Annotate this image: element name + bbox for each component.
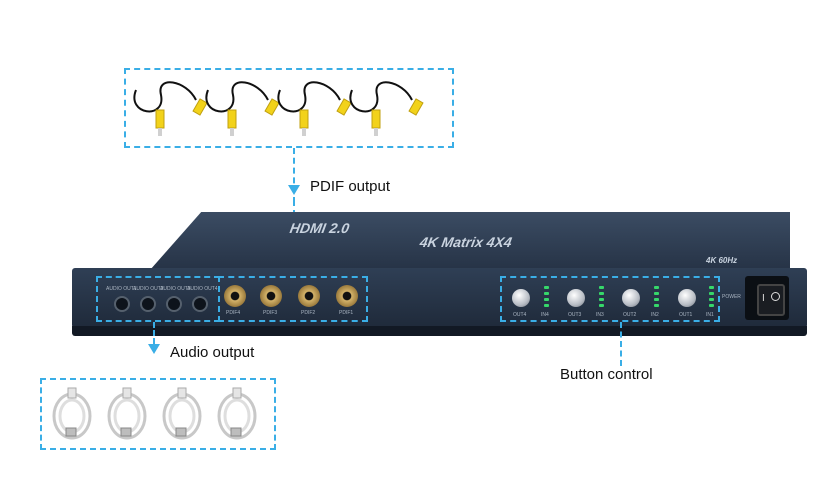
audio-callout-line (153, 322, 155, 352)
out1-label: OUT1 (679, 312, 693, 318)
spdif-port-1 (336, 285, 358, 307)
audio-jack-4 (192, 296, 208, 312)
spdif-arrow (288, 185, 300, 195)
audio-port-label-3: AUDIO OUT3 (160, 286, 191, 292)
out3-button[interactable] (567, 289, 585, 307)
audio-port-label-1: AUDIO OUT1 (106, 286, 137, 292)
spdif-callout-label: PDIF output (310, 178, 391, 195)
button-control-frame (500, 276, 720, 322)
spdif-label-4: PDIF4 (226, 310, 241, 316)
device-model-top: HDMI 2.0 (288, 220, 351, 236)
audio-jack-1 (114, 296, 130, 312)
spdif-label-3: PDIF3 (263, 310, 278, 316)
button-callout-label: Button control (560, 366, 653, 383)
led-label-4: IN4 (541, 312, 549, 318)
out1-button[interactable] (678, 289, 696, 307)
power-label: POWER (722, 294, 741, 300)
device-top-surface (150, 212, 790, 270)
spdif-ports-frame (218, 276, 368, 322)
rca-cables-image (133, 81, 424, 137)
audio-arrow (148, 344, 160, 354)
spdif-port-2 (298, 285, 320, 307)
spdif-port-4 (224, 285, 246, 307)
out4-label: OUT4 (513, 312, 527, 318)
led-label-3: IN3 (596, 312, 604, 318)
device-badge: 4K 60Hz (706, 256, 738, 265)
spdif-port-3 (260, 285, 282, 307)
out4-button[interactable] (512, 289, 530, 307)
button-callout-line (620, 322, 622, 366)
audio-jack-3 (166, 296, 182, 312)
audio-port-label-2: AUDIO OUT2 (133, 286, 164, 292)
audio-cables-frame (40, 378, 276, 450)
out3-label: OUT3 (568, 312, 582, 318)
spdif-label-2: PDIF2 (301, 310, 316, 316)
power-switch[interactable]: I (757, 284, 785, 316)
spdif-callout-line (293, 148, 295, 203)
spdif-cables-frame (124, 68, 454, 148)
power-off-glyph (771, 292, 780, 301)
audio-port-label-4: AUDIO OUT4 (187, 286, 218, 292)
device-model-bottom: 4K Matrix 4X4 (418, 234, 514, 250)
led-label-1: IN1 (706, 312, 714, 318)
out2-button[interactable] (622, 289, 640, 307)
out2-label: OUT2 (623, 312, 637, 318)
audio-jack-2 (140, 296, 156, 312)
power-on-glyph: I (762, 293, 765, 304)
device-base (72, 326, 807, 336)
spdif-label-1: PDIF1 (339, 310, 354, 316)
led-label-2: IN2 (651, 312, 659, 318)
audio-callout-label: Audio output (170, 344, 255, 361)
audio-cables-image (52, 386, 257, 440)
